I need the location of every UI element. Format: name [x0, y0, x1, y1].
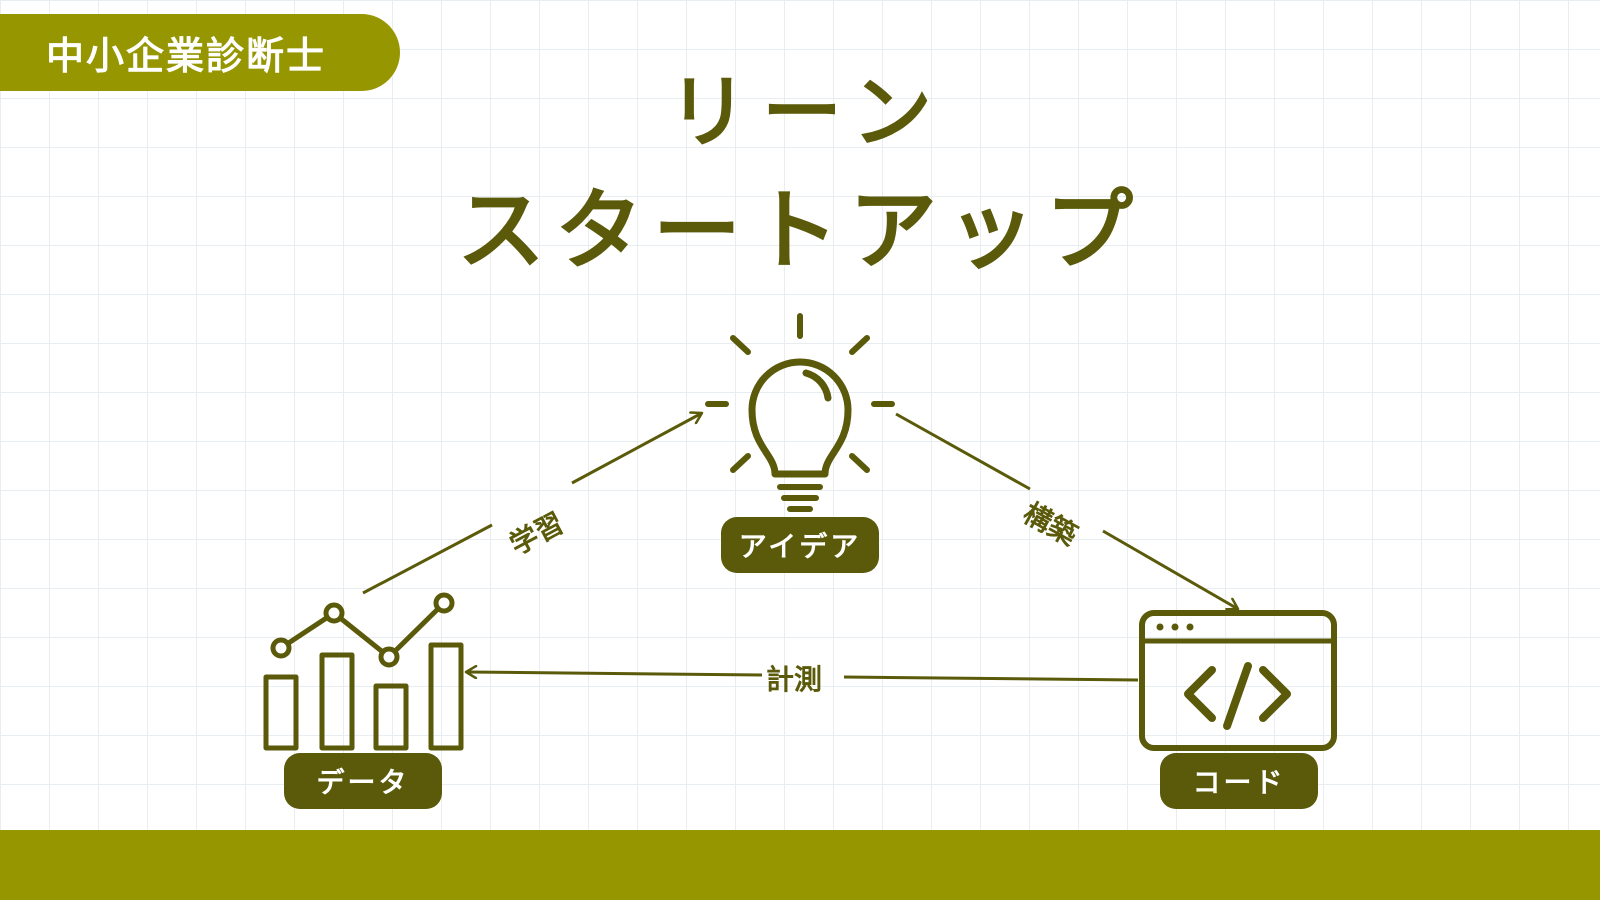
- edge-label-measure: 計測: [766, 663, 823, 696]
- lightbulb-icon: [705, 313, 895, 512]
- learn-arrow-line-2: [571, 413, 702, 485]
- node-code: コード: [1160, 753, 1318, 809]
- learn-arrow-line-1: [362, 523, 493, 595]
- footer-bar: [0, 830, 1600, 900]
- title-line1: リーン: [668, 66, 946, 159]
- title-line2: スタートアップ: [456, 179, 1143, 282]
- build-arrow-line-2: [1102, 529, 1238, 609]
- measure-arrow-line-1: [843, 675, 1139, 682]
- node-data: データ: [284, 753, 442, 809]
- header-tag: 中小企業診断士: [0, 14, 400, 91]
- bar-line-chart-icon: [263, 592, 464, 751]
- node-idea: アイデア: [721, 517, 879, 573]
- build-arrow-line-1: [895, 412, 1031, 491]
- code-window-icon: [1139, 610, 1337, 751]
- measure-arrow-line-2: [466, 672, 763, 675]
